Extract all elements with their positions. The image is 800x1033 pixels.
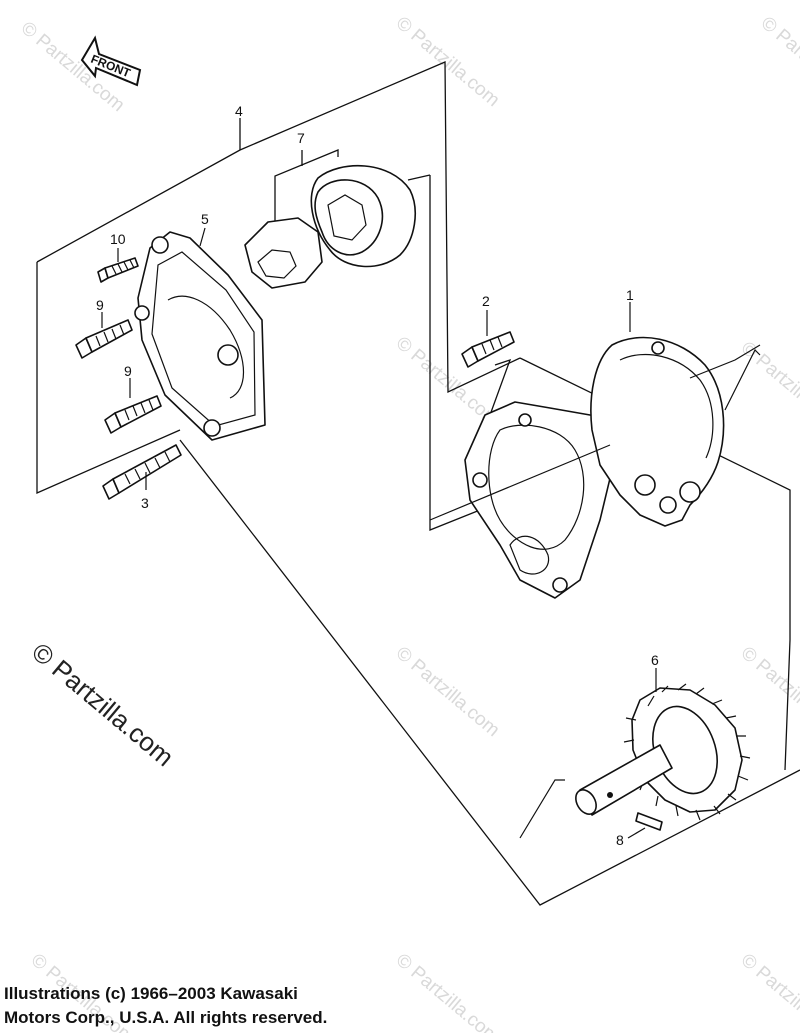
watermark-text: © Partzilla.com bbox=[392, 13, 504, 111]
callout-5: 5 bbox=[201, 211, 209, 227]
callout-9: 9 bbox=[96, 297, 104, 313]
copyright-line-2: Motors Corp., U.S.A. All rights reserved… bbox=[4, 1008, 328, 1027]
screw-9-lower bbox=[104, 395, 162, 434]
watermark-layer: © Partzilla.com © Partzilla.com © Partzi… bbox=[17, 13, 800, 1033]
outer-rotor-part-7 bbox=[310, 164, 416, 268]
cover-assembly-frame bbox=[36, 61, 800, 906]
callout-3: 3 bbox=[141, 495, 149, 511]
gasket-part-1 bbox=[590, 336, 725, 527]
callout-9: 9 bbox=[124, 363, 132, 379]
callout-8: 8 bbox=[616, 832, 624, 848]
screw-10 bbox=[97, 257, 139, 283]
screw-2 bbox=[461, 331, 515, 368]
screw-3 bbox=[102, 444, 182, 500]
leader-lines bbox=[101, 227, 761, 839]
inner-rotor-part-7 bbox=[244, 217, 323, 289]
pump-cover-part-5 bbox=[134, 231, 266, 441]
callout-labels: 10 9 9 3 5 4 7 2 1 6 8 bbox=[96, 103, 659, 848]
watermark-text: © Partzilla.com bbox=[757, 13, 800, 111]
callout-2: 2 bbox=[482, 293, 490, 309]
callout-10: 10 bbox=[110, 231, 126, 247]
copyright-line-1: Illustrations (c) 1966–2003 Kawasaki bbox=[4, 984, 298, 1003]
watermark-text: © Partzilla.com bbox=[737, 643, 800, 741]
watermark-text: © Partzilla.com bbox=[737, 338, 800, 436]
callout-6: 6 bbox=[651, 652, 659, 668]
callout-1: 1 bbox=[626, 287, 634, 303]
copyright-notice: Illustrations (c) 1966–2003 Kawasaki Mot… bbox=[4, 982, 424, 1030]
pin-part-8 bbox=[627, 812, 663, 839]
screw-9-upper bbox=[75, 319, 133, 359]
watermark-text: © Partzilla.com bbox=[737, 950, 800, 1033]
watermark-large: © Partzilla.com bbox=[26, 637, 179, 773]
watermark-text: © Partzilla.com bbox=[392, 643, 504, 741]
callout-7: 7 bbox=[297, 130, 305, 146]
callout-4: 4 bbox=[235, 103, 243, 119]
gear-shaft-part-6 bbox=[575, 683, 751, 821]
